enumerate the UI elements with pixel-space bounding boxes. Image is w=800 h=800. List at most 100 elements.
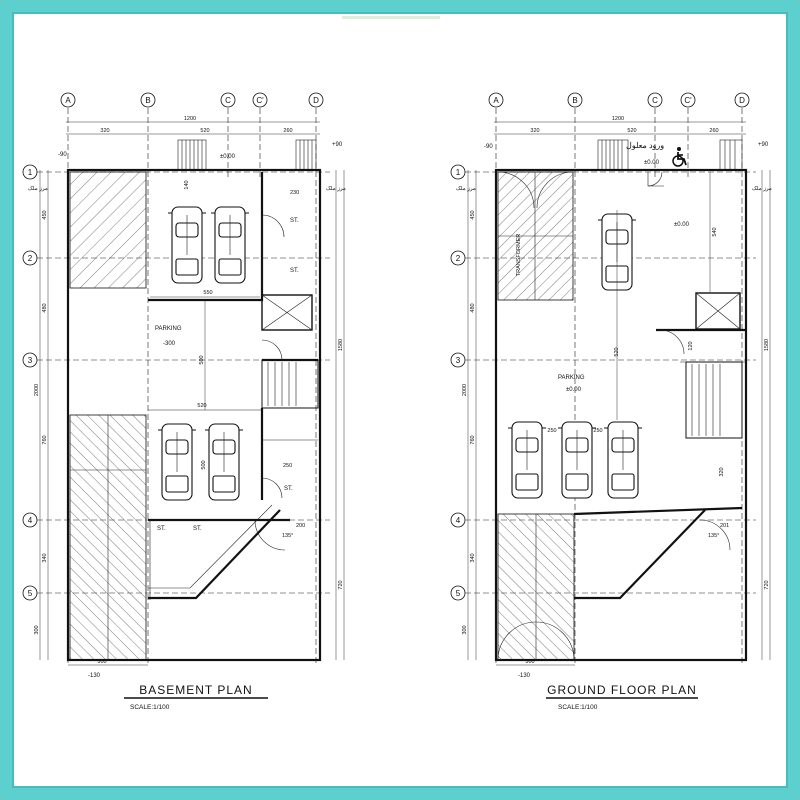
svg-text:B: B [572,96,577,105]
basement-title: BASEMENT PLAN [139,683,252,697]
column-bubble-B: B [140,92,156,108]
svg-text:5: 5 [28,589,33,598]
gf-entrance-label: ورود معلول [626,141,664,150]
svg-text:D: D [739,96,745,105]
svg-text:4: 4 [456,516,461,525]
basement-neighbor-left: مرز ملک [28,185,48,192]
svg-text:340: 340 [470,553,476,562]
svg-text:320: 320 [719,467,725,476]
svg-text:520: 520 [200,128,209,134]
gf-main-level: ±0.00 [566,387,582,393]
svg-text:260: 260 [283,128,292,134]
svg-text:450: 450 [470,210,476,219]
svg-text:135°: 135° [282,533,293,539]
gf-column-bubble-A: A [488,92,504,108]
gf-row-bubble-4: 4 [450,512,466,528]
svg-text:C: C [225,96,231,105]
svg-text:5: 5 [456,589,461,598]
svg-text:450: 450 [42,210,48,219]
svg-text:200: 200 [296,523,305,529]
svg-text:ST.: ST. [290,218,299,224]
svg-text:2: 2 [456,254,461,263]
svg-text:340: 340 [42,553,48,562]
svg-text:500: 500 [201,460,207,469]
svg-text:500: 500 [199,355,205,364]
basement-neighbor-right: مرز ملک [326,185,346,192]
svg-text:ST.: ST. [193,526,202,532]
row-bubble-3: 3 [22,352,38,368]
sheet-top-mark [342,16,440,19]
svg-text:ST.: ST. [284,486,293,492]
basement-outer-wall [66,168,322,662]
svg-text:1580: 1580 [338,339,344,351]
gf-neighbor-right: مرز ملک [752,185,772,192]
gf-total-dim: 1200 [612,116,624,122]
gf-column-bubble-C: C [647,92,663,108]
basement-car-3 [157,423,197,501]
gf-car-2 [507,421,547,499]
gf-entry-steps [597,139,743,171]
gf-level-top-right: +90 [758,142,769,148]
basement-scale: SCALE:1/100 [130,704,170,711]
svg-text:B: B [145,96,150,105]
gf-car-3 [557,421,597,499]
basement-parking-label: PARKING [155,326,182,332]
basement-car-2 [210,206,250,284]
basement-bottom-level: -130 [88,673,101,679]
svg-text:260: 260 [709,128,718,134]
gf-scale: SCALE:1/100 [558,704,598,711]
svg-text:550: 550 [203,290,212,296]
gf-parking-label: PARKING [558,375,585,381]
svg-text:120: 120 [688,341,694,350]
basement-entry-level: ±0.00 [220,154,236,160]
column-bubble-A: A [60,92,76,108]
svg-text:230: 230 [290,190,299,196]
row-bubble-2: 2 [22,250,38,266]
column-bubble-C-prime: C' [252,92,268,108]
gf-outer-wall [494,168,748,662]
gf-car-4 [603,421,643,499]
svg-text:320: 320 [530,128,539,134]
svg-text:250: 250 [593,428,602,434]
svg-text:TRANSFORMER: TRANSFORMER [516,234,522,277]
svg-text:4: 4 [28,516,33,525]
gf-row-bubble-5: 5 [450,585,466,601]
svg-text:480: 480 [42,303,48,312]
svg-text:720: 720 [764,580,770,589]
basement-hatch-top [69,171,147,289]
svg-text:2000: 2000 [34,384,40,396]
column-bubble-C: C [220,92,236,108]
svg-text:A: A [65,96,71,105]
gf-row-bubble-3: 3 [450,352,466,368]
svg-text:300: 300 [34,625,40,634]
svg-text:520: 520 [614,347,620,356]
svg-text:3: 3 [456,356,461,365]
svg-text:480: 480 [470,303,476,312]
svg-text:C': C' [256,96,264,105]
svg-text:C': C' [684,96,692,105]
svg-text:300: 300 [462,625,468,634]
gf-entry-level: ±0.00 [644,160,660,166]
gf-bottom-level: -130 [518,673,531,679]
row-bubble-1: 1 [22,164,38,180]
row-bubble-4: 4 [22,512,38,528]
gf-column-bubble-D: D [734,92,750,108]
basement-level-top-left: -90 [58,152,67,158]
svg-text:C: C [652,96,658,105]
svg-text:520: 520 [627,128,636,134]
svg-text:2: 2 [28,254,33,263]
gf-title: GROUND FLOOR PLAN [547,683,697,697]
svg-text:520: 520 [197,403,206,409]
svg-text:135°: 135° [708,533,719,539]
gf-column-bubble-C-prime: C' [680,92,696,108]
svg-text:2000: 2000 [462,384,468,396]
svg-text:300: 300 [97,659,106,665]
gf-column-bubble-B: B [567,92,583,108]
svg-text:540: 540 [712,227,718,236]
svg-text:720: 720 [338,580,344,589]
svg-text:1: 1 [456,168,461,177]
svg-text:300: 300 [525,659,534,665]
row-bubble-5: 5 [22,585,38,601]
svg-text:±0.00: ±0.00 [674,222,690,228]
